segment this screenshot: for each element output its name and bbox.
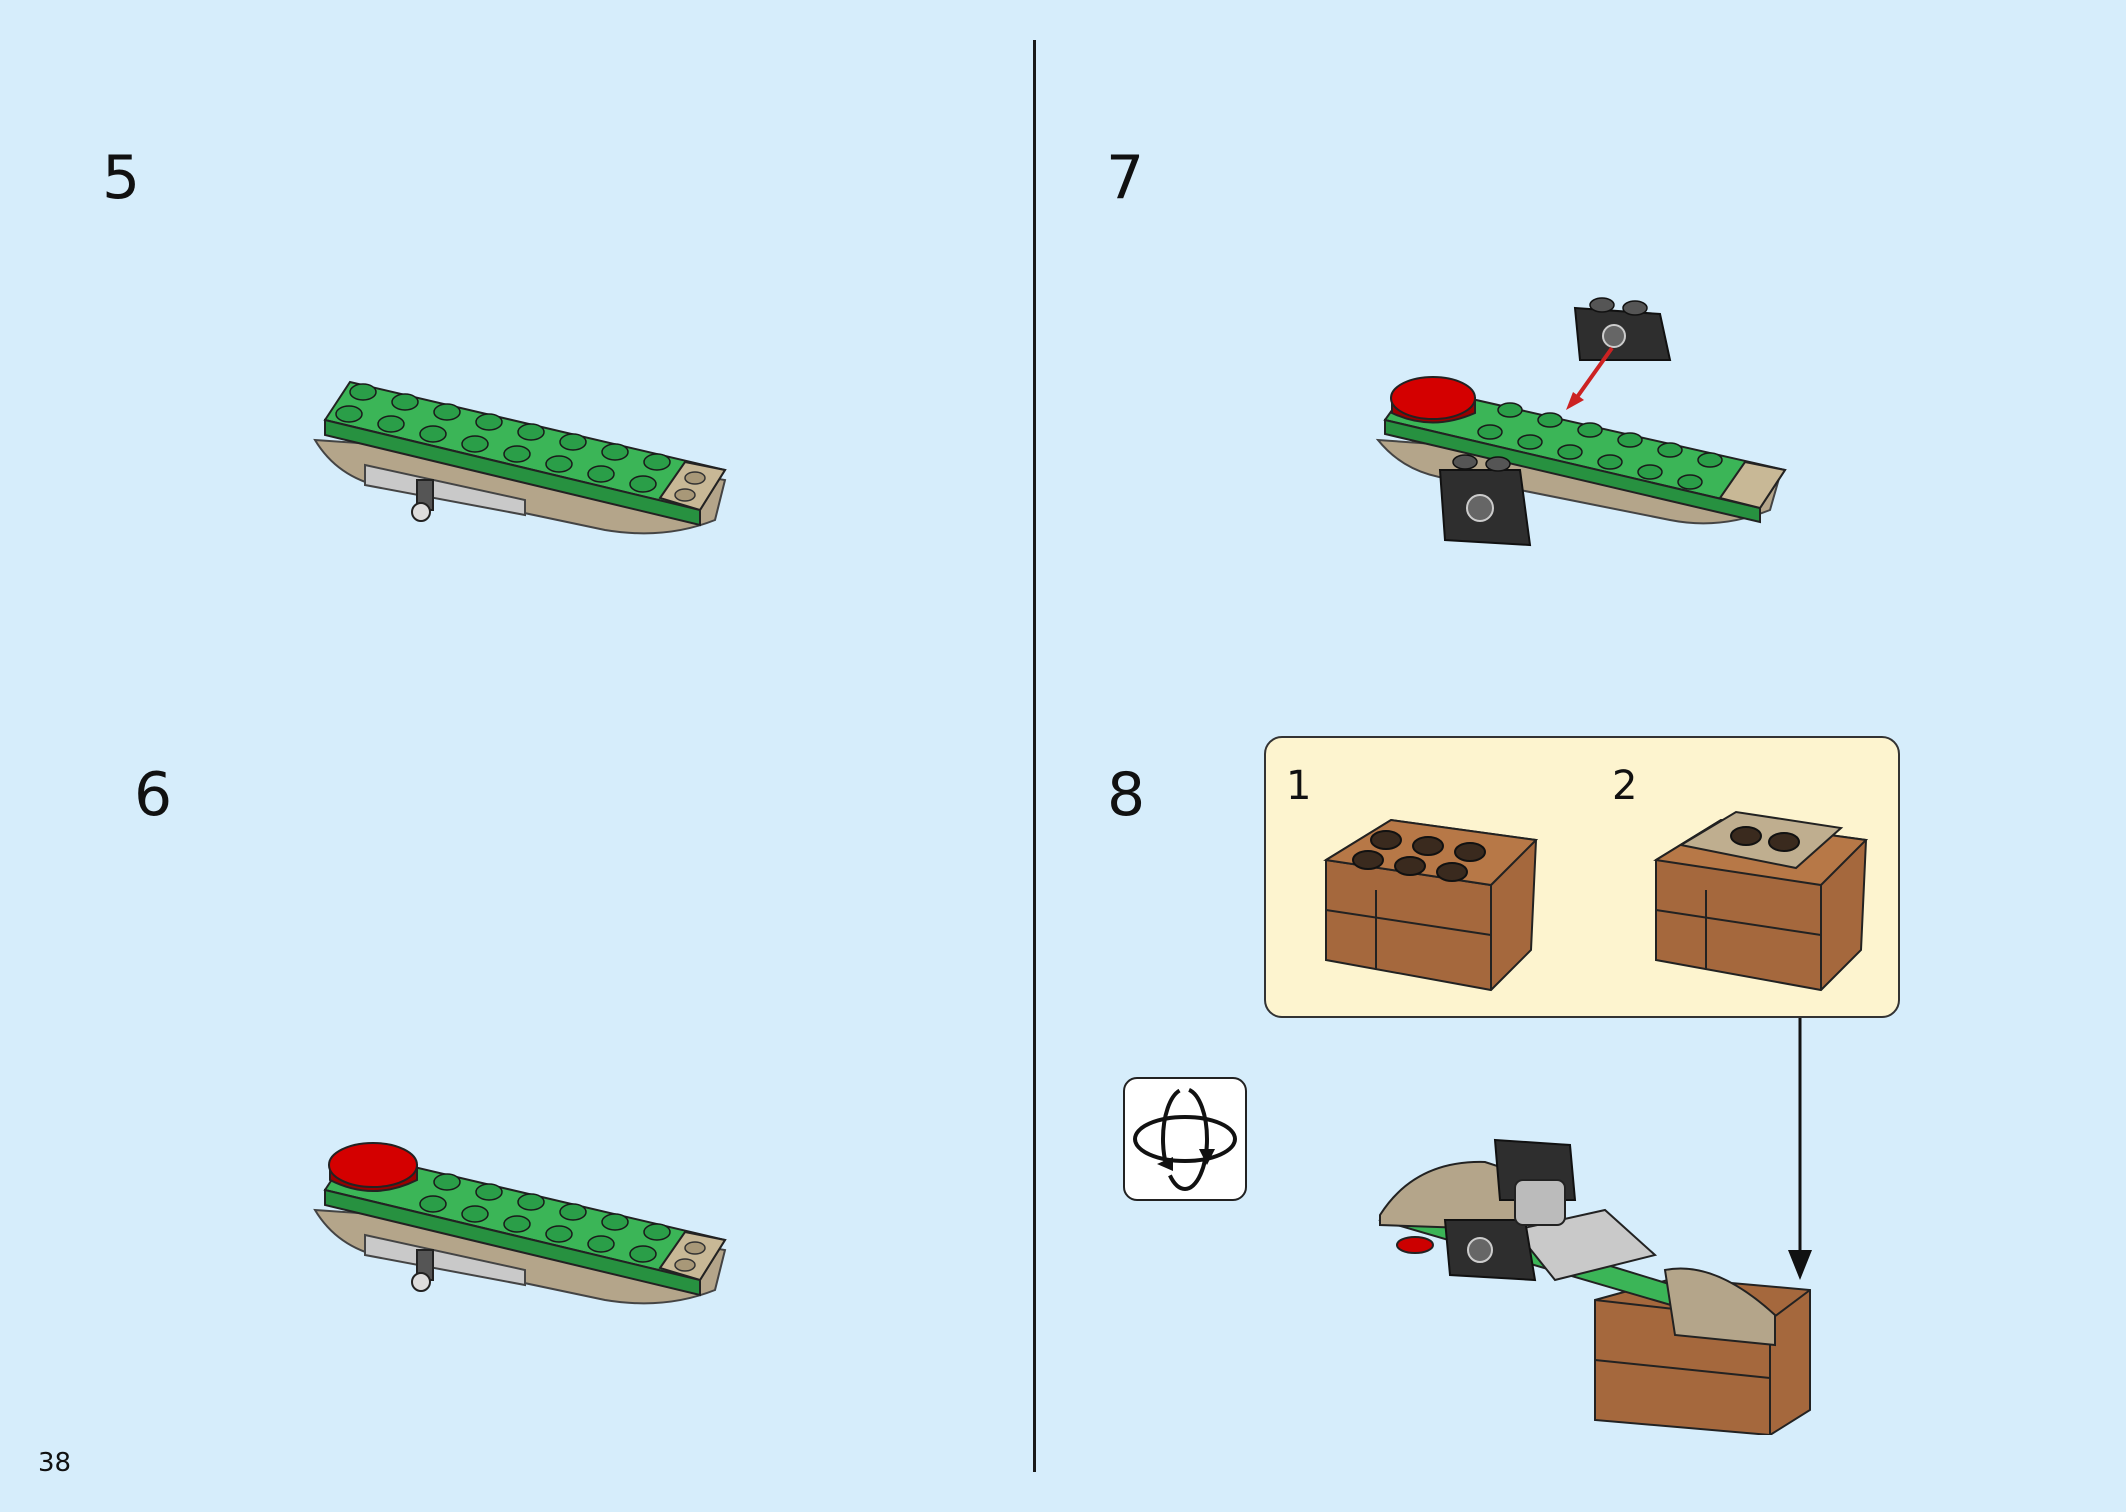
page-number: 38 — [38, 1448, 72, 1478]
step-6-build-image — [313, 1142, 727, 1305]
substep-1-crate-image — [1323, 818, 1539, 992]
step-number-8: 8 — [1107, 760, 1146, 830]
subassembly-callout: 1 2 — [1264, 736, 1900, 1018]
step-number-7: 7 — [1106, 143, 1145, 213]
step-number-5: 5 — [102, 143, 141, 213]
page-divider — [1033, 40, 1036, 1472]
rotate-model-icon — [1133, 1087, 1237, 1191]
substep-number-2: 2 — [1612, 763, 1638, 809]
step-8-build-image — [1378, 1138, 1811, 1435]
placement-arrow — [1788, 1018, 1812, 1280]
substep-2-crate-image — [1653, 810, 1869, 992]
substep-number-1: 1 — [1286, 763, 1312, 809]
step-number-6: 6 — [134, 760, 173, 830]
rotate-model-indicator — [1123, 1077, 1247, 1201]
step-7-build-image — [1375, 297, 1787, 547]
step-5-build-image — [313, 380, 727, 535]
